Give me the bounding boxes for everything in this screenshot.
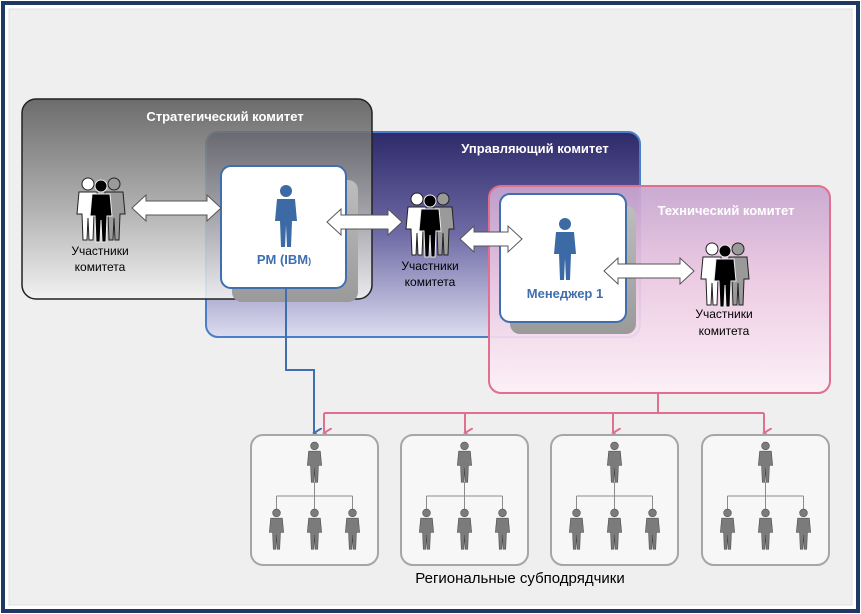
person-icon (796, 508, 811, 550)
person-icon (607, 441, 622, 483)
subcontractor-boxes (250, 434, 830, 566)
person-icon (419, 508, 434, 550)
steering-members-icon (405, 192, 455, 258)
person-icon (345, 508, 360, 550)
double-arrow-steering-manager (459, 224, 523, 254)
person-icon (758, 508, 773, 550)
person-icon (720, 508, 735, 550)
pm-person-icon (275, 185, 297, 247)
steering-committee-title: Управляющий комитет (461, 141, 608, 156)
subcontractor-box (701, 434, 830, 566)
person-icon (457, 508, 472, 550)
strategic-members-label-line1: Участники (71, 244, 128, 258)
subcontractor-box (400, 434, 529, 566)
steering-members-label-line2: комитета (405, 275, 456, 289)
strategic-members-icon (76, 177, 126, 243)
technical-members-icon (700, 242, 750, 308)
pm-to-subcontractor-connector (285, 289, 314, 433)
person-icon (269, 508, 284, 550)
person-icon (569, 508, 584, 550)
person-icon (758, 441, 773, 483)
manager-label: Менеджер 1 (527, 286, 603, 301)
person-icon (457, 441, 472, 483)
person-icon (307, 441, 322, 483)
double-arrow-pm-steering (326, 207, 403, 237)
subcontractor-box (550, 434, 679, 566)
person-icon (645, 508, 660, 550)
subcontractors-caption: Региональные субподрядчики (415, 570, 624, 587)
technical-members-label-line1: Участники (695, 307, 752, 321)
technical-committee-title: Технический комитет (658, 203, 795, 218)
person-icon (307, 508, 322, 550)
subcontractor-box (250, 434, 379, 566)
technical-members-label-line2: комитета (699, 324, 750, 338)
person-icon (495, 508, 510, 550)
person-icon (607, 508, 622, 550)
steering-members-label-line1: Участники (401, 259, 458, 273)
strategic-members-label-line2: комитета (75, 260, 126, 274)
double-arrow-strategic-pm (131, 193, 222, 223)
manager-person-icon (554, 218, 576, 280)
strategic-committee-title: Стратегический комитет (146, 109, 303, 124)
pm-label: PM (IBM) (257, 252, 311, 267)
double-arrow-manager-technical (603, 256, 695, 286)
